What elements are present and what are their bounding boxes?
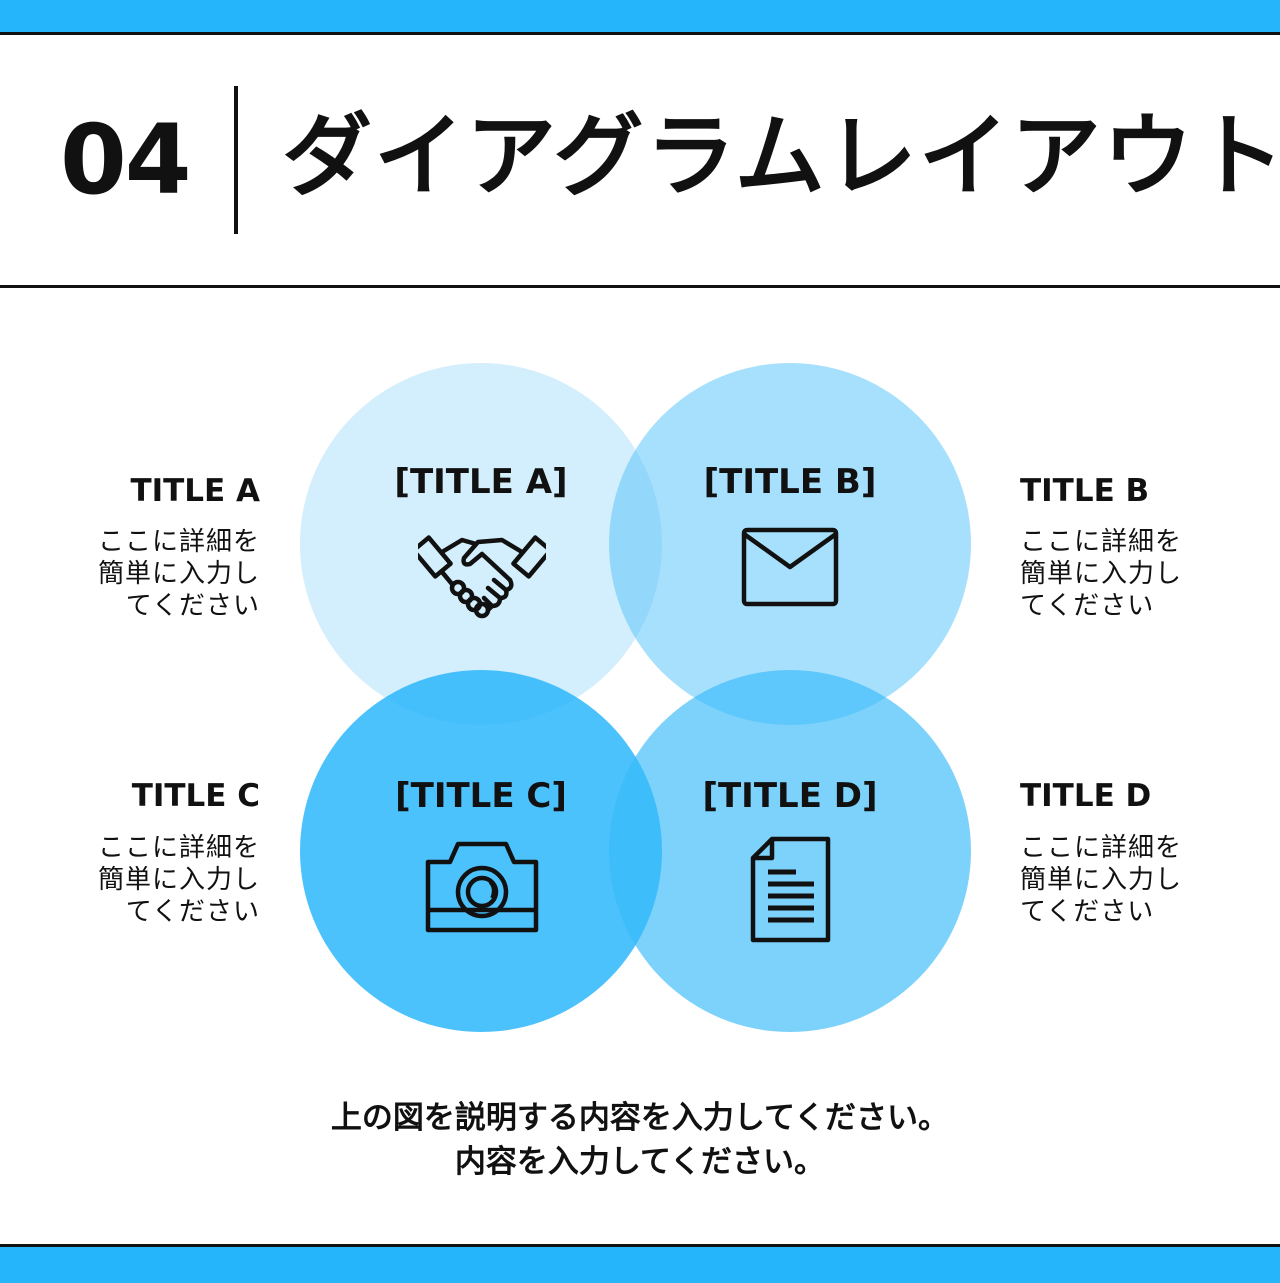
side-desc-b: ここに詳細を 簡単に入力し てください <box>1020 527 1183 621</box>
side-desc-c: ここに詳細を 簡単に入力し てください <box>97 833 260 927</box>
bottom-accent-bar <box>0 1244 1280 1283</box>
circle-b <box>609 363 971 725</box>
side-desc-d: ここに詳細を 簡単に入力し てください <box>1020 833 1183 927</box>
camera-icon <box>424 840 540 934</box>
top-accent-bar <box>0 0 1280 35</box>
circle-c <box>300 670 662 1032</box>
section-number: 04 <box>60 104 192 216</box>
diagram-caption: 上の図を説明する内容を入力してください。 内容を入力してください。 <box>0 1096 1280 1184</box>
page-title: ダイアグラムレイアウト <box>282 104 1280 209</box>
envelope-icon <box>741 527 839 607</box>
caption-line-1: 上の図を説明する内容を入力してください。 <box>330 1100 950 1136</box>
handshake-icon <box>418 522 546 622</box>
side-desc-a: ここに詳細を 簡単に入力し てください <box>97 527 260 621</box>
header-divider <box>0 285 1280 288</box>
circle-d-title: [TITLE D] <box>702 776 878 816</box>
side-title-b: TITLE B <box>1020 473 1150 509</box>
side-title-d: TITLE D <box>1020 778 1152 814</box>
caption-line-2: 内容を入力してください。 <box>454 1144 826 1180</box>
circle-c-title: [TITLE C] <box>395 776 567 816</box>
side-title-c: TITLE C <box>131 778 260 814</box>
circle-b-title: [TITLE B] <box>703 462 877 502</box>
document-icon <box>750 836 832 944</box>
circle-a-title: [TITLE A] <box>394 462 568 502</box>
side-title-a: TITLE A <box>130 473 260 509</box>
title-divider <box>234 86 238 234</box>
circle-d <box>609 670 971 1032</box>
